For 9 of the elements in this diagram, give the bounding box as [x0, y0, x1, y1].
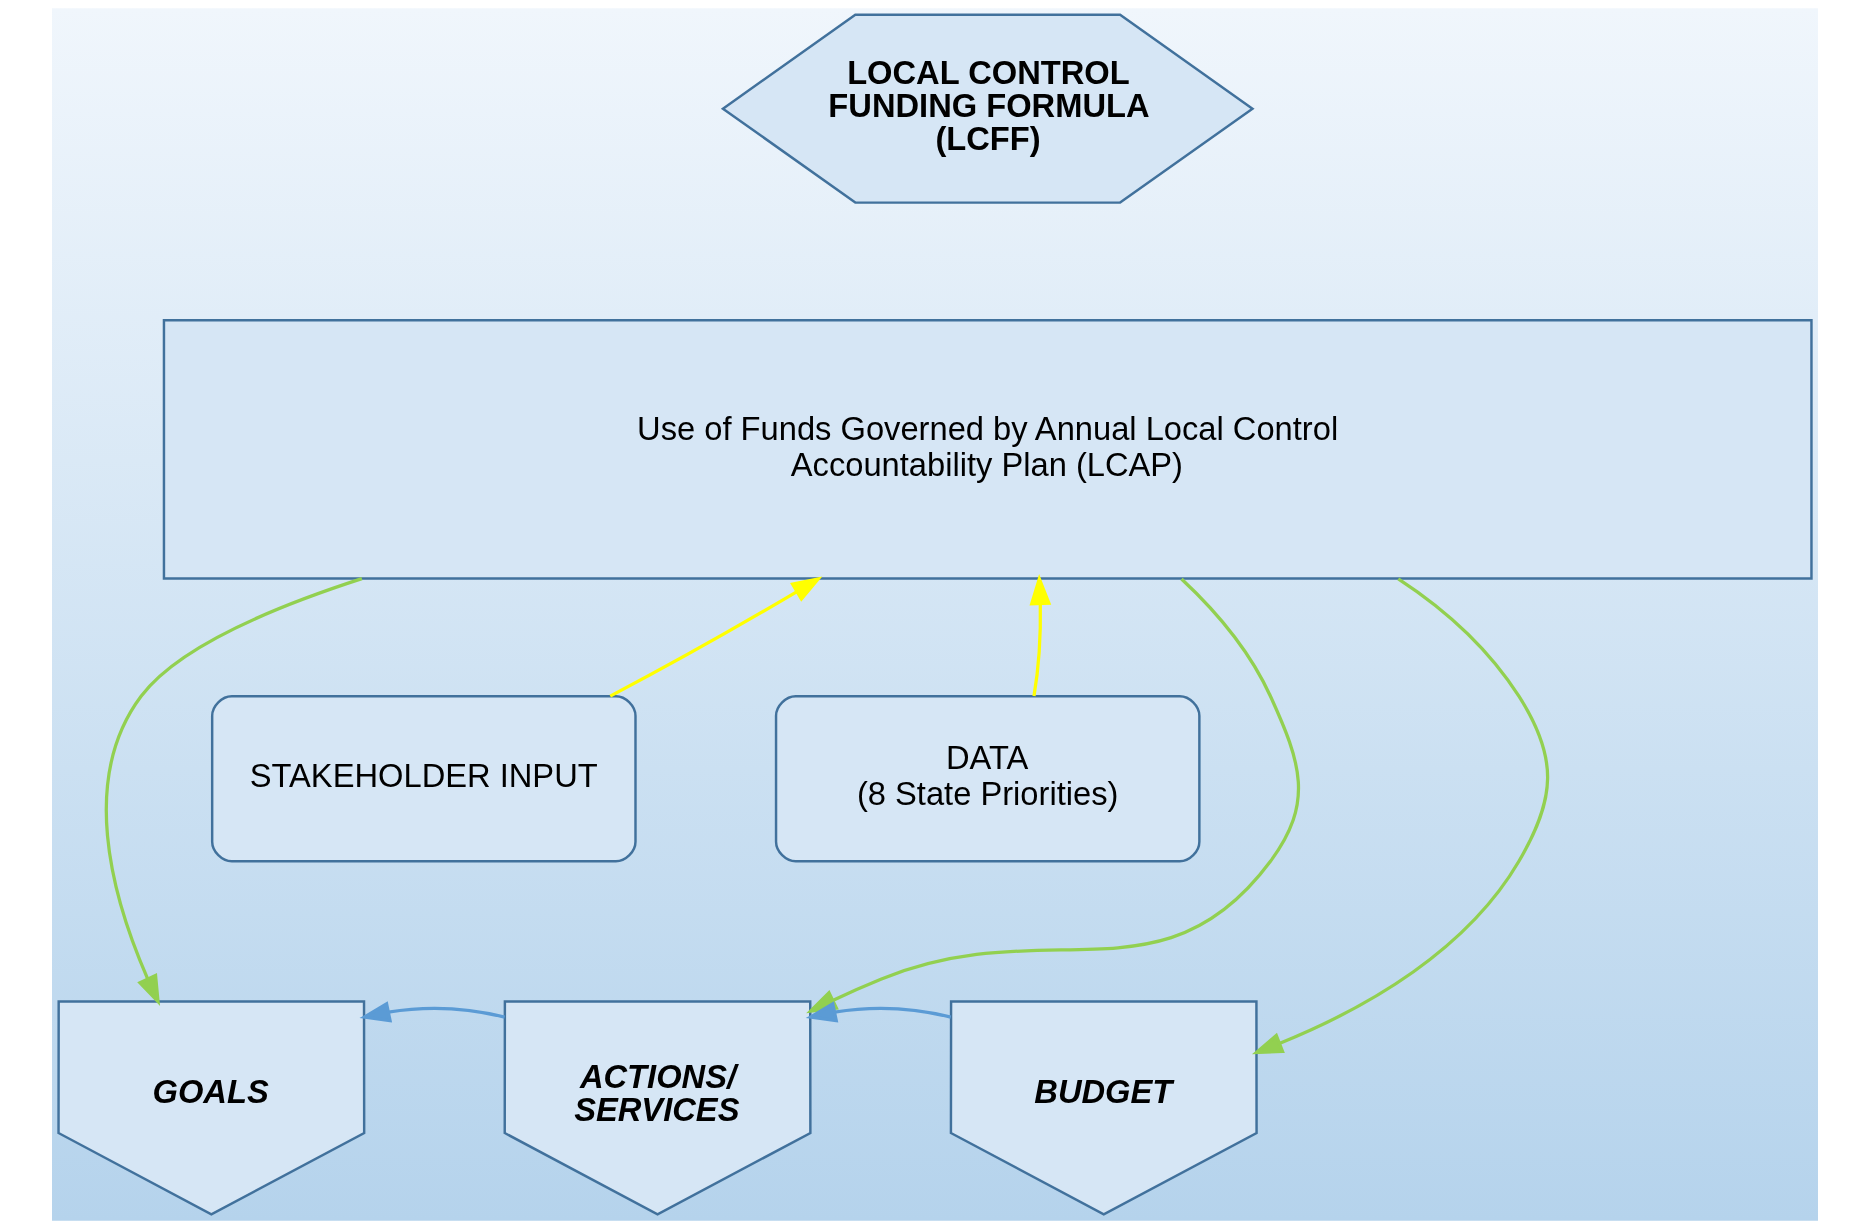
arrow [1251, 577, 1550, 1055]
arrow [609, 576, 823, 698]
node-box: Use of Funds Governed by Annual Local Control Accountability Plan (LCAP) [162, 319, 1813, 580]
arrow [359, 1001, 505, 1023]
arrow [1029, 574, 1052, 697]
node-box: STAKEHOLDER INPUT [210, 695, 637, 863]
arrow [805, 1001, 952, 1023]
node-box: DATA (8 State Priorities) [774, 695, 1201, 863]
arrow [104, 577, 363, 1006]
